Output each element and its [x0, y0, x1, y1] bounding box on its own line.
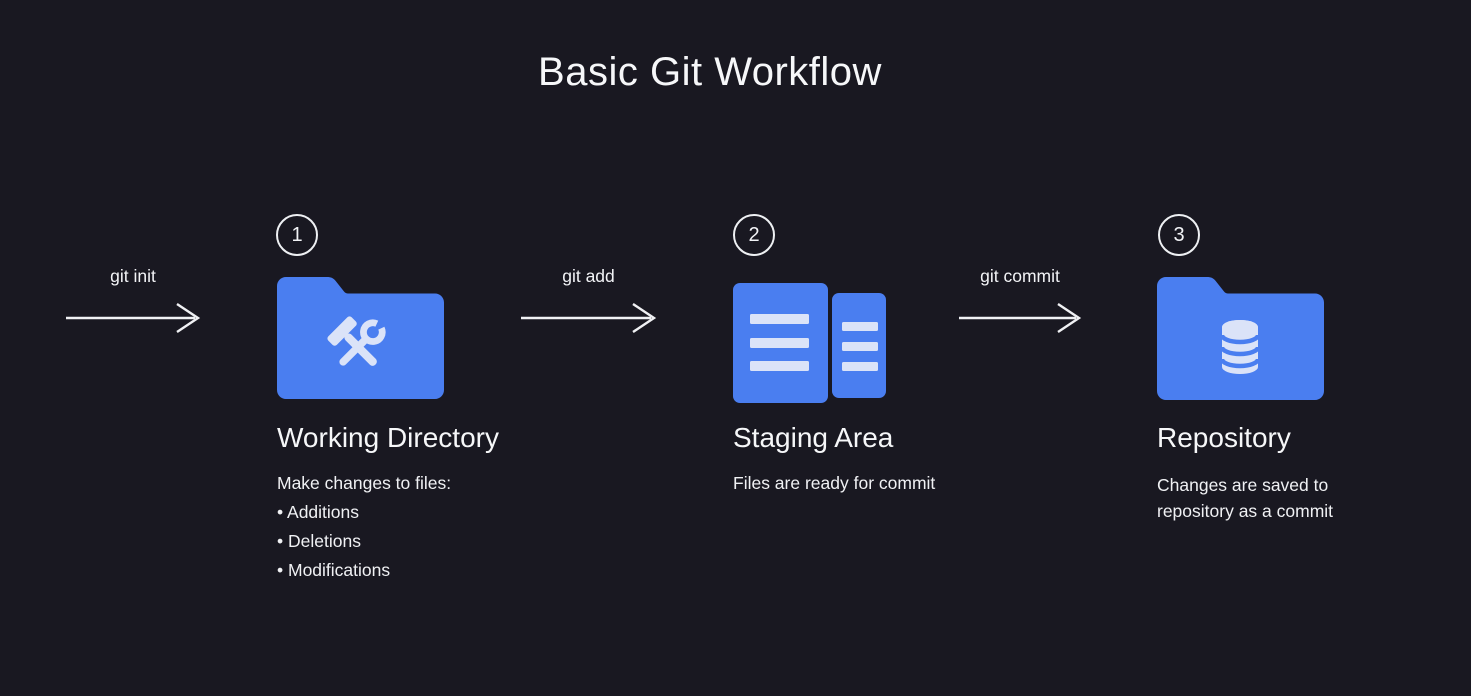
arrow-right-icon — [521, 303, 657, 333]
bullet-item: Modifications — [277, 556, 451, 585]
step-number-3: 3 — [1173, 223, 1185, 246]
arrow-label-git-init: git init — [110, 266, 156, 286]
arrow-label-git-commit: git commit — [980, 266, 1060, 286]
arrow-git-add: git add — [520, 264, 657, 336]
hammer-wrench-glyph — [327, 316, 386, 366]
step-description-working-directory: Make changes to files: Additions Deletio… — [277, 469, 451, 585]
bullet-item: Deletions — [277, 527, 451, 556]
document-lines — [750, 314, 809, 371]
step-heading-repository: Repository — [1157, 422, 1291, 453]
arrow-label-git-add: git add — [562, 266, 615, 286]
step-heading-working-directory: Working Directory — [277, 422, 499, 453]
bullet-item: Additions — [277, 498, 451, 527]
folder-database-icon — [1157, 277, 1324, 405]
database-glyph — [1219, 320, 1261, 374]
step-number-1: 1 — [291, 223, 303, 246]
arrow-git-commit: git commit — [958, 264, 1082, 336]
description-line: Make changes to files: — [277, 473, 452, 493]
step-number-badge-3: 3 — [1158, 214, 1200, 256]
step-description-repository: Changes are saved to repository as a com… — [1157, 472, 1369, 524]
step-heading-staging-area: Staging Area — [733, 422, 894, 453]
step-number-badge-1: 1 — [276, 214, 318, 256]
description-line: Files are ready for commit — [733, 473, 936, 493]
page-title: Basic Git Workflow — [538, 50, 882, 94]
arrow-right-icon — [66, 303, 201, 333]
folder-tools-icon — [277, 277, 444, 404]
staged-files-icon — [733, 283, 886, 409]
arrow-right-icon — [959, 303, 1082, 333]
step-description-staging-area: Files are ready for commit — [733, 469, 935, 498]
step-number-2: 2 — [748, 223, 760, 246]
arrow-git-init: git init — [65, 264, 201, 336]
step-number-badge-2: 2 — [733, 214, 775, 256]
description-line: Changes are saved to repository as a com… — [1157, 475, 1334, 521]
document-lines — [842, 322, 878, 371]
folder-shape — [277, 277, 444, 399]
